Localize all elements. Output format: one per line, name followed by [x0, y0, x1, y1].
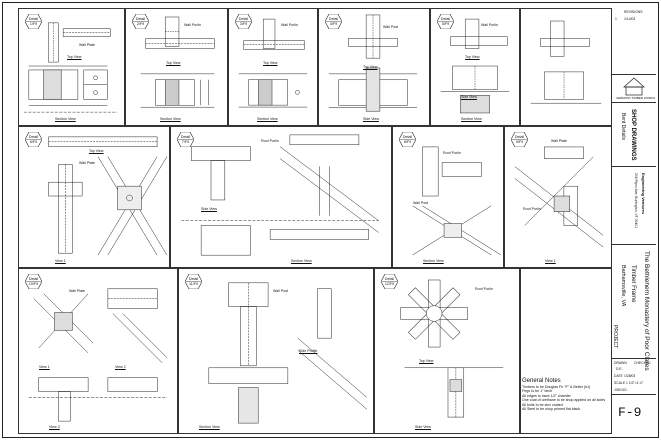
- general-note: Pegs to be 1" birch: [522, 389, 553, 394]
- general-notes-title: General Notes: [522, 378, 561, 384]
- general-notes: General Notes Timbers to be Douglas Fir …: [522, 378, 610, 411]
- detail-drawing: [28, 288, 168, 422]
- sheet-subject-cell: SHOP DRAWINGS Bent Details: [612, 102, 656, 166]
- sheet-number: F-9: [618, 405, 642, 420]
- general-note: One coat of urethane to be shop applied …: [522, 398, 606, 403]
- detail-drawing: [238, 18, 308, 108]
- detail-drawing: [530, 20, 602, 104]
- detail-drawing: [412, 146, 502, 256]
- general-note: All bolts to be zinc coated: [522, 402, 563, 407]
- detail-drawing: [23, 22, 118, 113]
- detail-drawing: [440, 18, 510, 114]
- detail-drawing: [48, 136, 168, 256]
- detail-drawing: [181, 134, 379, 256]
- general-note: All Steel to be shop primed flat black: [522, 407, 581, 412]
- general-notes-panel: [520, 268, 612, 434]
- project-cell: The Bethlehem Monastery of Poor Clares T…: [612, 244, 656, 371]
- general-note: Timbers to be Douglas Fir "F" & Better (…: [522, 385, 591, 389]
- vermont-timber-works-logo: [623, 77, 645, 96]
- detail-drawing: [400, 279, 504, 418]
- sheet-number-cell: F-9: [612, 394, 656, 434]
- revisions-cell: REVISIONS 1 1/14/03: [615, 10, 643, 21]
- company-logo-cell: VERMONT TIMBER WORKS: [612, 74, 656, 102]
- engineer-cell: Engineering Ventures 208 Flynn Ave, Burl…: [612, 166, 656, 244]
- detail-drawing: [208, 282, 368, 424]
- detail-panel-blank-top: [520, 8, 612, 126]
- detail-drawing: [514, 146, 604, 248]
- general-note: All edges to have 1/2" chamfer: [522, 393, 571, 398]
- title-block: REVISIONS 1 1/14/03 VERMONT TIMBER WORKS…: [612, 4, 656, 434]
- detail-drawing: [328, 14, 418, 112]
- drawing-info-cell: DRAWN CHECKED D.E. DATE 1/28/03 SCALE 1 …: [612, 358, 656, 394]
- detail-drawing: [140, 16, 215, 108]
